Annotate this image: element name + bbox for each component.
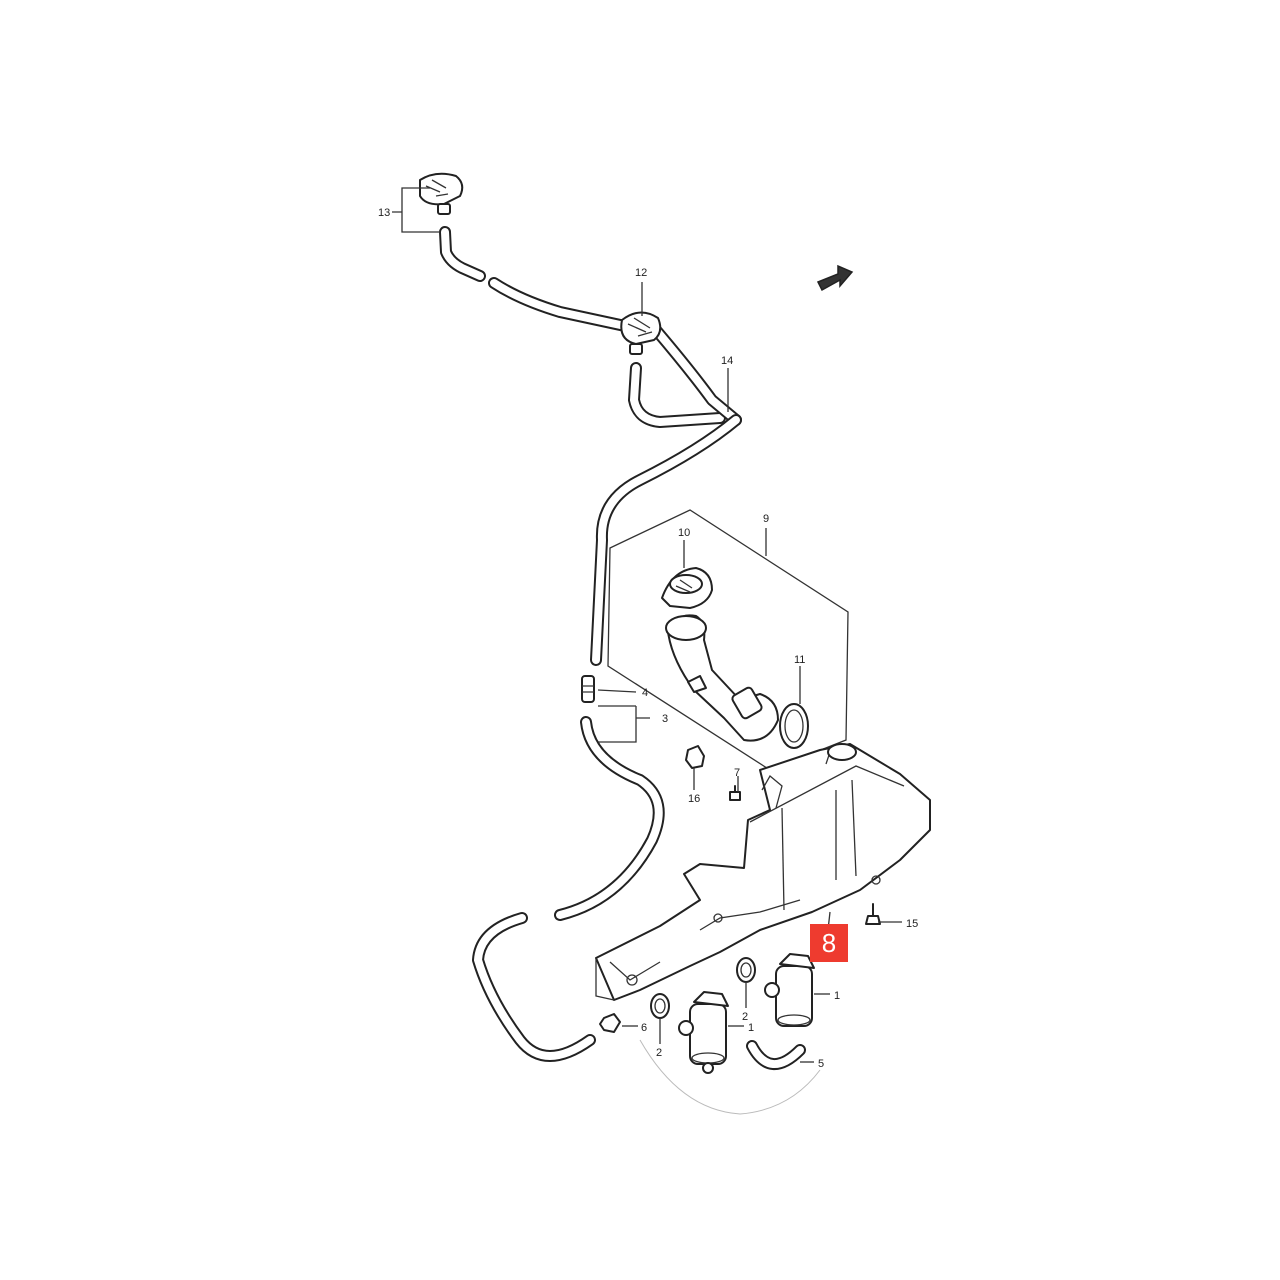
bolt-15: [865, 903, 881, 925]
leader-lines: [392, 187, 902, 1063]
nut-6: [599, 1013, 621, 1033]
washer-hose-upper: [439, 226, 631, 332]
washer-reservoir-tank: [595, 743, 931, 1001]
highlight-badge-8: 8: [810, 924, 848, 962]
callout-2-left: 2: [656, 1047, 662, 1059]
callout-6: 6: [641, 1022, 647, 1034]
callout-1-left: 1: [748, 1022, 754, 1034]
callout-12: 12: [635, 267, 647, 279]
inlet-assembly-outline-9: [607, 509, 849, 771]
clip-16: [685, 745, 705, 769]
callout-1-right: 1: [834, 990, 840, 1002]
grommet-2-right: [736, 957, 756, 983]
bolt-7: [729, 785, 741, 801]
grommet-2-left: [650, 993, 670, 1019]
washer-hose-14: [628, 324, 742, 428]
callout-3: 3: [662, 713, 668, 725]
washer-hose-5: [746, 1040, 806, 1071]
washer-hose-main: [590, 414, 742, 666]
callout-10: 10: [678, 527, 690, 539]
reservoir-cap-10: [661, 567, 713, 609]
hose-joint-4: [581, 675, 595, 703]
callout-9: 9: [763, 513, 769, 525]
callout-13: 13: [378, 207, 390, 219]
washer-nozzle-13: [419, 172, 464, 215]
callout-7: 7: [734, 767, 740, 779]
callout-16: 16: [688, 793, 700, 805]
callout-15: 15: [906, 918, 918, 930]
washer-pump-left: [678, 991, 729, 1074]
callout-5: 5: [818, 1058, 824, 1070]
washer-hose-lower: [472, 716, 665, 1062]
callout-14: 14: [721, 355, 733, 367]
callout-4: 4: [642, 687, 648, 699]
seal-ring-11: [779, 703, 809, 749]
callout-2-right: 2: [742, 1011, 748, 1023]
highlight-label: 8: [822, 928, 836, 958]
front-direction-arrow-icon: [816, 264, 854, 292]
filler-neck-11: [665, 614, 779, 742]
callout-11: 11: [794, 654, 805, 666]
washer-pump-right: [764, 953, 815, 1027]
washer-nozzle-12: [620, 311, 662, 355]
